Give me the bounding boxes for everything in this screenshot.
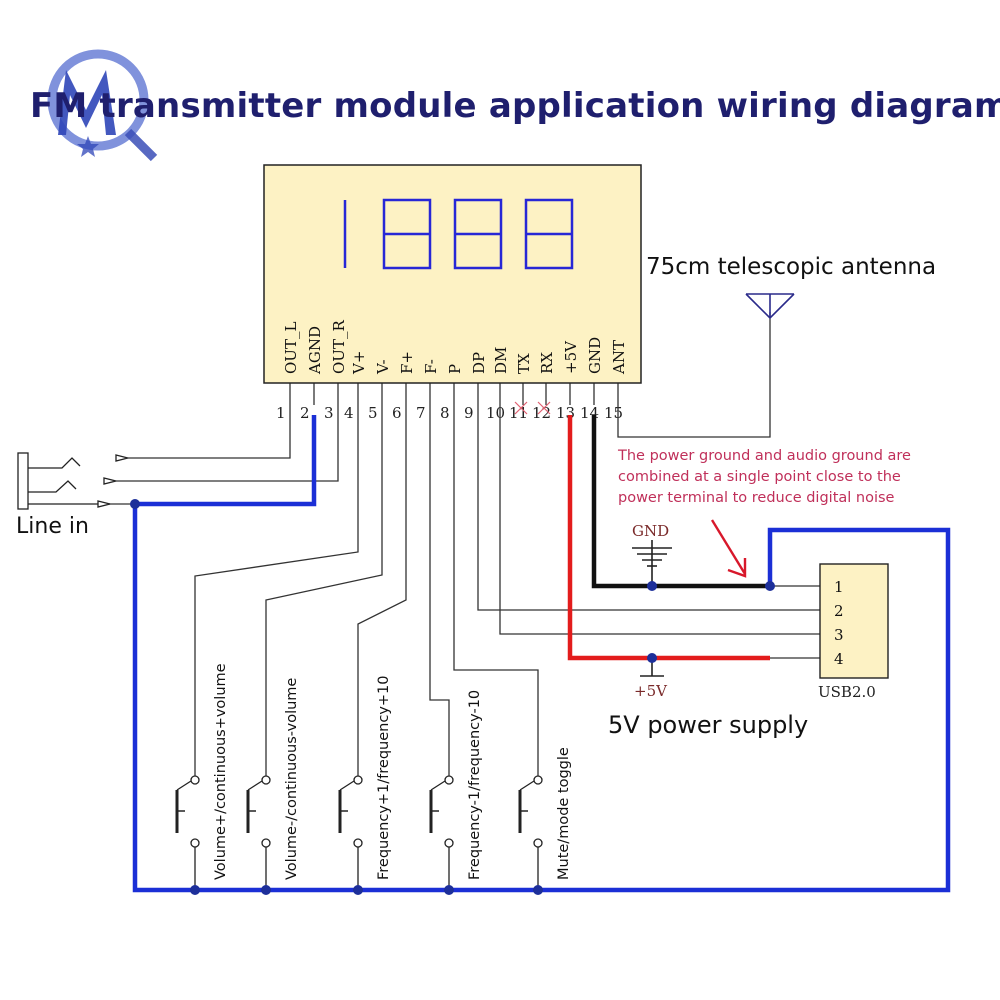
- wire-out-l: [128, 405, 291, 459]
- usb-pin-4: 4: [834, 650, 844, 668]
- wire-out-r: [116, 405, 339, 482]
- seven-segment-display: [343, 198, 574, 270]
- wire-v-plus: [194, 405, 359, 780]
- push-button-5: [518, 775, 543, 890]
- module-body: [263, 164, 642, 384]
- button-caption-3: Frequency+1/frequency+10: [376, 676, 392, 881]
- button-caption-4: Frequency-1/frequency-10: [467, 690, 483, 880]
- pin-label-3: OUT_R: [330, 320, 348, 374]
- plus5v-label: +5V: [634, 682, 668, 700]
- pin-number-8: 8: [440, 404, 450, 422]
- wire-dp: [477, 405, 820, 611]
- usb-pin-labels: 1 2 3 4: [834, 578, 844, 668]
- wire-ant: [617, 312, 771, 438]
- button-caption-1: Volume+/continuous+volume: [213, 663, 229, 880]
- pin-number-7: 7: [416, 404, 426, 422]
- pin-label-1: OUT_L: [282, 322, 300, 374]
- note-line-1: The power ground and audio ground are: [617, 448, 911, 464]
- line-in-label: Line in: [16, 514, 89, 539]
- push-button-3: [338, 775, 363, 890]
- audio-jack-icon: [17, 452, 129, 510]
- button-caption-2: Volume-/continuous-volume: [284, 678, 300, 880]
- pin-number-6: 6: [392, 404, 402, 422]
- pin-label-5: V-: [374, 359, 392, 375]
- wire-plus5v: [567, 415, 770, 661]
- unused-pin-marks: [514, 401, 551, 415]
- pin-label-2: AGND: [306, 326, 324, 375]
- pin-number-15: 15: [604, 404, 623, 422]
- pin-label-13: +5V: [562, 340, 580, 374]
- pin-labels: OUT_L 1 AGND 2 OUT_R 3 V+ 4 V- 5 F+ 6 F- 7 P 8 DP 9 DM 10 TX…: [276, 320, 628, 422]
- usb-pin-3: 3: [834, 626, 844, 644]
- pin-label-7: F-: [422, 359, 440, 374]
- pin-label-6: F+: [398, 351, 416, 374]
- antenna-icon: [745, 293, 795, 320]
- pin-number-12: 12: [532, 404, 551, 422]
- push-buttons: [175, 775, 543, 890]
- gnd-label: GND: [632, 522, 669, 540]
- push-button-4: [429, 775, 454, 890]
- button-caption-5: Mute/mode toggle: [556, 747, 572, 880]
- usb-pin-1: 1: [834, 578, 844, 596]
- pin-label-10: DM: [492, 347, 510, 374]
- pin-number-9: 9: [464, 404, 474, 422]
- pin-number-11: 11: [509, 404, 528, 422]
- pin-number-2: 2: [300, 404, 310, 422]
- pin-label-11: TX: [515, 353, 533, 374]
- gnd-symbol-icon: [632, 540, 672, 586]
- wire-f-plus: [357, 405, 407, 780]
- button-captions: Volume+/continuous+volume Volume-/continu…: [213, 663, 572, 880]
- mq-logo-icon: [47, 49, 158, 162]
- signal-wires: [116, 312, 820, 780]
- pin-label-15: ANT: [610, 340, 628, 375]
- pin-number-1: 1: [276, 404, 286, 422]
- push-button-2: [246, 775, 271, 890]
- pin-label-14: GND: [586, 337, 604, 374]
- usb-pin-2: 2: [834, 602, 844, 620]
- digit-8c: [524, 198, 574, 270]
- wire-dm: [499, 405, 820, 635]
- page-title: FM transmitter module application wiring…: [30, 86, 1000, 126]
- wire-gnd: [591, 415, 770, 589]
- push-button-1: [175, 775, 200, 890]
- pin-number-5: 5: [368, 404, 378, 422]
- pin-number-4: 4: [344, 404, 354, 422]
- usb-connector: [819, 563, 889, 679]
- pin-number-3: 3: [324, 404, 334, 422]
- antenna-label: 75cm telescopic antenna: [646, 254, 936, 280]
- power-supply-label: 5V power supply: [608, 711, 808, 739]
- pin-label-8: P: [446, 364, 464, 374]
- pin-label-12: RX: [538, 352, 556, 374]
- note-line-2: combined at a single point close to the: [618, 469, 901, 485]
- pin-label-4: V+: [350, 351, 368, 375]
- digit-8a: [382, 198, 432, 270]
- junction-dots: [130, 499, 775, 895]
- pin-label-9: DP: [470, 352, 488, 374]
- note-arrow-icon: [710, 519, 747, 578]
- digit-8b: [453, 198, 503, 270]
- grounding-note: The power ground and audio ground are co…: [617, 448, 911, 506]
- wire-v-minus: [265, 405, 383, 780]
- wire-p: [453, 405, 539, 780]
- pin-stubs: [289, 383, 619, 405]
- wire-f-minus: [429, 405, 450, 780]
- pin-number-10: 10: [486, 404, 505, 422]
- usb-label: USB2.0: [818, 683, 876, 701]
- note-line-3: power terminal to reduce digital noise: [618, 490, 895, 506]
